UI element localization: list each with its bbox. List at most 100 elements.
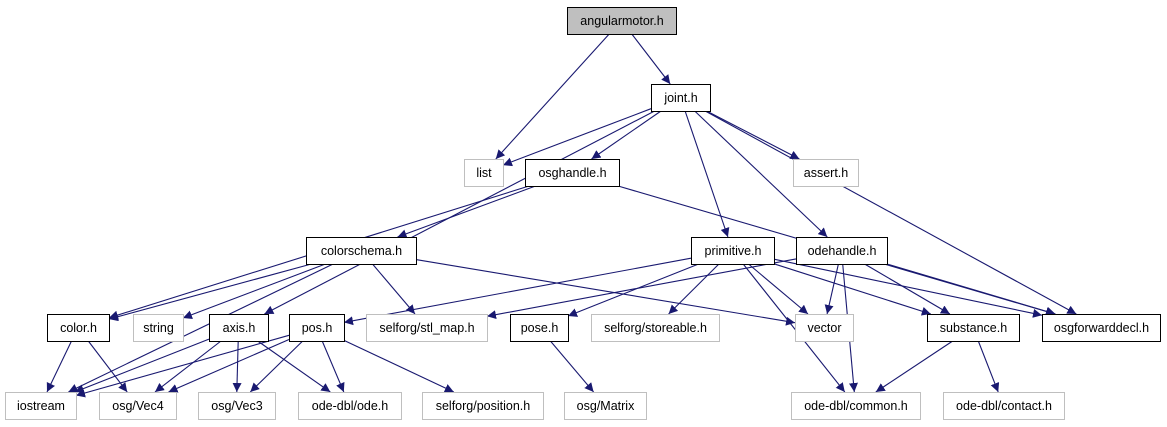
node-odehandle[interactable]: odehandle.h <box>796 237 888 265</box>
edge-odehandle-to-substance <box>864 263 951 315</box>
edge-odehandle-to-osgforward <box>886 263 1056 316</box>
node-label: osghandle.h <box>538 166 606 180</box>
edge-joint-to-osghandle <box>591 110 662 160</box>
node-storeable: selforg/storeable.h <box>591 314 720 342</box>
node-common: ode-dbl/common.h <box>791 392 921 420</box>
node-label: string <box>143 321 174 335</box>
edge-primitive-to-substance <box>773 263 931 316</box>
edge-odehandle-to-stlmap <box>486 258 797 320</box>
edge-angularmotor-to-list <box>495 33 610 160</box>
node-pos[interactable]: pos.h <box>289 314 345 342</box>
node-label: pose.h <box>521 321 559 335</box>
node-substance[interactable]: substance.h <box>927 314 1020 342</box>
node-box <box>691 237 775 265</box>
node-label: ode-dbl/contact.h <box>956 399 1052 413</box>
edge-primitive-to-osgforward <box>773 258 1043 318</box>
node-color[interactable]: color.h <box>47 314 110 342</box>
edge-joint-to-axis <box>264 110 655 315</box>
edge-color-to-iostream <box>46 340 72 393</box>
node-label: angularmotor.h <box>580 14 663 28</box>
edge-colorschema-to-stlmap <box>372 263 416 315</box>
node-label: color.h <box>60 321 97 335</box>
node-iostream: iostream <box>5 392 77 420</box>
node-label: ode-dbl/ode.h <box>312 399 389 413</box>
node-label: list <box>476 166 492 180</box>
node-label: substance.h <box>940 321 1007 335</box>
node-box <box>795 314 854 342</box>
edge-axis-to-ode <box>257 340 331 393</box>
node-box <box>510 314 569 342</box>
node-box <box>464 159 504 187</box>
node-position: selforg/position.h <box>422 392 544 420</box>
edge-primitive-to-pos <box>343 257 692 326</box>
node-label: osg/Matrix <box>577 399 635 413</box>
edge-primitive-to-common <box>742 263 846 393</box>
node-vector: vector <box>795 314 854 342</box>
node-vec3: osg/Vec3 <box>198 392 276 420</box>
edge-colorschema-to-string <box>182 263 326 320</box>
node-box <box>209 314 269 342</box>
node-label: primitive.h <box>705 244 762 258</box>
node-box <box>99 392 177 420</box>
node-box <box>5 392 77 420</box>
node-label: vector <box>807 321 841 335</box>
edge-substance-to-contact <box>977 340 1000 393</box>
node-label: assert.h <box>804 166 849 180</box>
node-matrix: osg/Matrix <box>564 392 647 420</box>
node-box <box>591 314 720 342</box>
node-box <box>651 84 711 112</box>
node-label: ode-dbl/common.h <box>804 399 908 413</box>
edge-primitive-to-storeable <box>668 263 720 315</box>
node-label: colorschema.h <box>321 244 402 258</box>
node-box <box>927 314 1020 342</box>
edge-pos-to-iostream <box>75 334 290 398</box>
nodes-layer: angularmotor.h joint.h list osghandle.h asse… <box>5 7 1161 420</box>
node-colorschema[interactable]: colorschema.h <box>306 237 417 265</box>
node-box <box>567 7 677 35</box>
node-osghandle[interactable]: osghandle.h <box>525 159 620 187</box>
node-string: string <box>133 314 184 342</box>
node-label: selforg/position.h <box>436 399 531 413</box>
node-angularmotor: angularmotor.h <box>567 7 677 35</box>
node-box <box>47 314 110 342</box>
node-label: osgforwarddecl.h <box>1054 321 1149 335</box>
edge-angularmotor-to-joint <box>631 33 671 85</box>
node-axis[interactable]: axis.h <box>209 314 269 342</box>
edge-pos-to-vec4 <box>168 338 290 393</box>
node-box <box>366 314 488 342</box>
node-label: selforg/storeable.h <box>604 321 707 335</box>
edge-pos-to-vec3 <box>249 340 304 393</box>
edge-axis-to-vec3 <box>232 340 242 393</box>
node-list: list <box>464 159 504 187</box>
node-assert: assert.h <box>793 159 859 187</box>
node-osgforward[interactable]: osgforwarddecl.h <box>1042 314 1161 342</box>
node-label: axis.h <box>223 321 256 335</box>
node-primitive[interactable]: primitive.h <box>691 237 775 265</box>
node-label: selforg/stl_map.h <box>379 321 474 335</box>
node-box <box>422 392 544 420</box>
node-pose[interactable]: pose.h <box>510 314 569 342</box>
node-joint[interactable]: joint.h <box>651 84 711 112</box>
edge-axis-to-iostream <box>74 338 210 393</box>
edge-pos-to-position <box>343 339 455 393</box>
node-label: iostream <box>17 399 65 413</box>
node-box <box>791 392 921 420</box>
edge-joint-to-list <box>502 108 652 167</box>
node-box <box>133 314 184 342</box>
node-ode: ode-dbl/ode.h <box>298 392 402 420</box>
node-label: odehandle.h <box>808 244 877 258</box>
node-label: osg/Vec3 <box>211 399 262 413</box>
node-box <box>306 237 417 265</box>
node-box <box>289 314 345 342</box>
edge-axis-to-vec4 <box>154 340 222 393</box>
edge-pose-to-matrix <box>549 340 595 393</box>
edge-joint-to-assert <box>706 110 800 160</box>
edge-pos-to-ode <box>321 340 345 393</box>
node-box <box>564 392 647 420</box>
edge-osghandle-to-colorschema <box>397 185 536 239</box>
edge-joint-to-osgforward <box>704 110 1077 315</box>
edge-colorschema-to-vector <box>415 259 796 326</box>
edge-odehandle-to-vector <box>824 263 839 315</box>
node-label: osg/Vec4 <box>112 399 163 413</box>
